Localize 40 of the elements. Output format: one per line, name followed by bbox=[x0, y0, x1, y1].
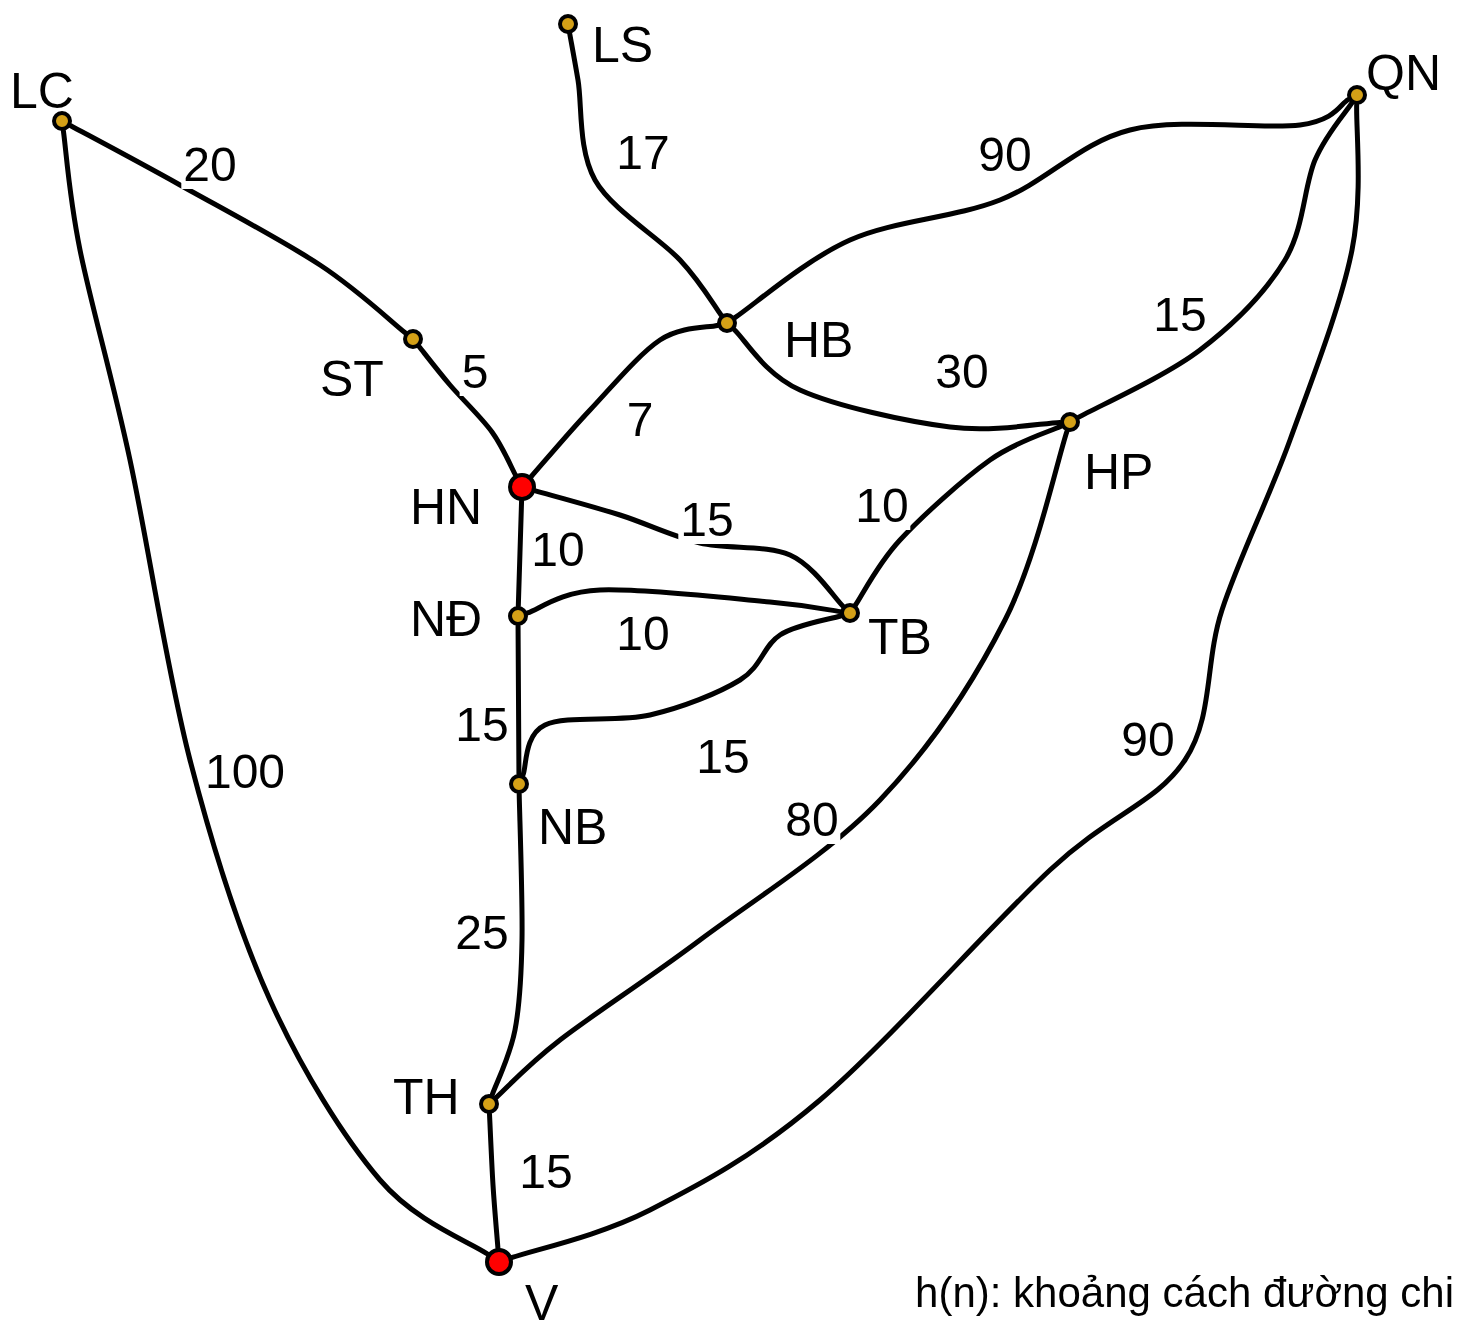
road-line bbox=[567, 31, 724, 318]
city-label: HB bbox=[784, 315, 854, 365]
road-line bbox=[515, 498, 525, 609]
city-dot bbox=[840, 603, 860, 623]
city-label: NB bbox=[538, 802, 608, 852]
road-line bbox=[509, 102, 1361, 1260]
city-dot bbox=[717, 313, 737, 333]
road-line bbox=[493, 429, 1070, 1100]
road-line bbox=[520, 613, 843, 778]
city-label: HP bbox=[1084, 447, 1154, 497]
city-dot bbox=[509, 774, 529, 794]
road-line bbox=[528, 322, 720, 479]
road-line bbox=[68, 123, 408, 336]
city-label: TH bbox=[393, 1072, 460, 1122]
city-dot bbox=[52, 111, 72, 131]
road-line bbox=[853, 423, 1064, 608]
city-label: HN bbox=[410, 482, 483, 532]
city-label: ST bbox=[320, 354, 384, 404]
city-dot bbox=[1060, 412, 1080, 432]
city-dot bbox=[558, 14, 578, 34]
road-line bbox=[489, 791, 525, 1098]
city-label: TB bbox=[868, 612, 932, 662]
road-line bbox=[487, 1111, 501, 1251]
city-label: QN bbox=[1366, 48, 1441, 98]
city-dot bbox=[508, 606, 528, 626]
city-dot bbox=[403, 329, 423, 349]
road-line bbox=[515, 623, 522, 777]
city-dot bbox=[479, 1094, 499, 1114]
city-dot bbox=[485, 1248, 513, 1276]
road-line bbox=[1076, 100, 1355, 420]
road-line bbox=[60, 128, 490, 1257]
city-dot bbox=[508, 473, 536, 501]
note-text: h(n): khoảng cách đường chi bbox=[915, 1272, 1454, 1314]
city-label: LC bbox=[10, 66, 74, 116]
road-line bbox=[732, 97, 1351, 320]
road-line bbox=[416, 344, 518, 478]
city-dot bbox=[1347, 85, 1367, 105]
city-label: LS bbox=[592, 20, 654, 70]
city-label: V bbox=[525, 1278, 559, 1326]
city-label: NĐ bbox=[410, 594, 483, 644]
